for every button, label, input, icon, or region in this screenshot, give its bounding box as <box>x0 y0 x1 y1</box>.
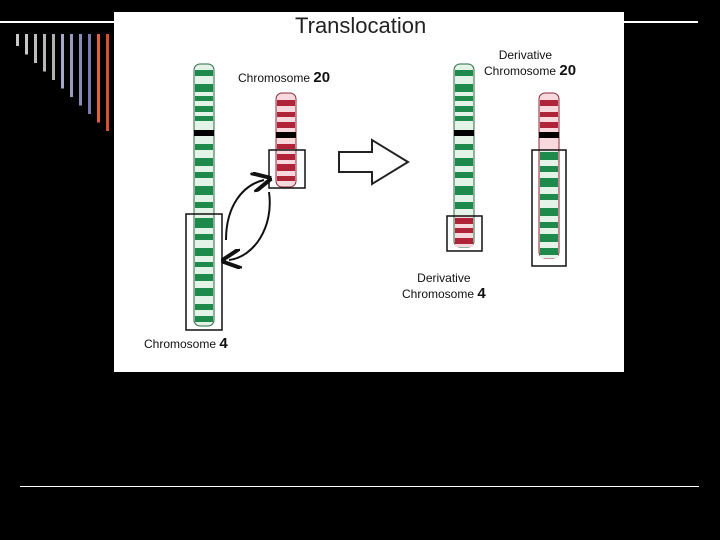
stripe-bars <box>16 34 118 140</box>
stripe <box>61 34 64 89</box>
bottom-divider-line <box>20 486 699 487</box>
derivative-chromosome-4-centromere <box>454 130 474 136</box>
band <box>455 144 473 150</box>
band <box>277 112 295 117</box>
derivative-chromosome-20 <box>531 92 567 267</box>
band <box>195 274 213 281</box>
band <box>540 100 558 106</box>
band <box>540 222 558 228</box>
band <box>195 288 213 296</box>
stripe <box>25 34 28 55</box>
label-number: 4 <box>219 335 228 352</box>
band <box>195 202 213 208</box>
stripe <box>16 34 19 46</box>
label-number: 20 <box>559 62 577 79</box>
band <box>540 112 558 117</box>
band <box>277 164 295 171</box>
band <box>540 234 558 242</box>
label-line1: Derivative <box>417 271 471 285</box>
band <box>195 304 213 310</box>
band <box>455 238 473 244</box>
exchange-arrows <box>226 180 270 260</box>
band <box>195 96 213 101</box>
label-chromosome-20: Chromosome 20 <box>238 69 330 87</box>
band <box>455 116 473 121</box>
transition-arrow <box>338 138 410 186</box>
diagram-title: Translocation <box>295 13 427 38</box>
chromosome-4 <box>185 63 223 331</box>
label-text: Chromosome <box>238 71 314 85</box>
band <box>195 158 213 166</box>
derivative-chromosome-4 <box>446 63 483 252</box>
band <box>540 208 558 216</box>
chromosome-4-centromere <box>194 130 214 136</box>
band <box>195 116 213 121</box>
stripe <box>43 34 46 72</box>
chromosome-20 <box>268 92 306 189</box>
chromosome-20-segment-box <box>268 149 306 189</box>
stripe <box>52 34 55 80</box>
band <box>277 100 295 106</box>
stripe <box>106 34 109 131</box>
label-number: 20 <box>313 69 331 86</box>
band <box>540 248 558 255</box>
band <box>540 178 558 187</box>
chromosome-20-bands <box>277 100 295 181</box>
band <box>195 70 213 76</box>
label-text: Chromosome <box>144 337 220 351</box>
band <box>195 172 213 178</box>
band <box>277 144 295 149</box>
band <box>195 144 213 150</box>
band <box>455 84 473 92</box>
band <box>455 218 473 224</box>
label-derivative-chromosome-20: Derivative Chromosome 20 <box>484 48 576 79</box>
derivative-chromosome-4-bands <box>455 70 473 209</box>
translocation-diagram: Translocation Chromosome 20 Chromosome 4… <box>114 12 624 372</box>
label-text: Chromosome <box>402 287 478 301</box>
band <box>455 96 473 101</box>
stripe <box>70 34 73 97</box>
band <box>540 194 558 200</box>
label-text: Chromosome <box>484 64 560 78</box>
band <box>455 228 473 233</box>
stripe <box>34 34 37 63</box>
band <box>195 262 213 267</box>
band <box>195 316 213 322</box>
stripe <box>97 34 100 123</box>
band <box>455 172 473 178</box>
label-chromosome-4: Chromosome 4 <box>144 335 228 353</box>
band <box>540 122 558 128</box>
chromosome-4-bands <box>195 70 213 322</box>
derivative-chromosome-4-segment-box <box>446 215 483 252</box>
stripe <box>79 34 82 106</box>
band <box>277 154 295 160</box>
band <box>195 84 213 92</box>
chromosome-4-segment-box <box>185 213 223 331</box>
band <box>277 122 295 128</box>
band <box>455 70 473 76</box>
stripe <box>88 34 91 114</box>
chromosome-20-centromere <box>276 132 296 138</box>
band <box>195 234 213 240</box>
derivative-chromosome-20-bands <box>540 100 558 255</box>
diagram-canvas <box>185 63 567 331</box>
band <box>195 186 213 195</box>
label-number: 4 <box>477 285 486 302</box>
band <box>195 218 213 228</box>
band <box>195 248 213 256</box>
derivative-chromosome-20-centromere <box>539 132 559 138</box>
band <box>455 106 473 112</box>
derivative-chromosome-20-segment-box <box>531 149 567 267</box>
band <box>455 202 473 209</box>
band <box>195 106 213 112</box>
band <box>277 176 295 181</box>
label-derivative-chromosome-4: Derivative Chromosome 4 <box>402 271 486 302</box>
band <box>455 186 473 195</box>
label-line1: Derivative <box>498 48 553 62</box>
band <box>455 158 473 166</box>
band <box>540 166 558 172</box>
band <box>540 152 558 160</box>
